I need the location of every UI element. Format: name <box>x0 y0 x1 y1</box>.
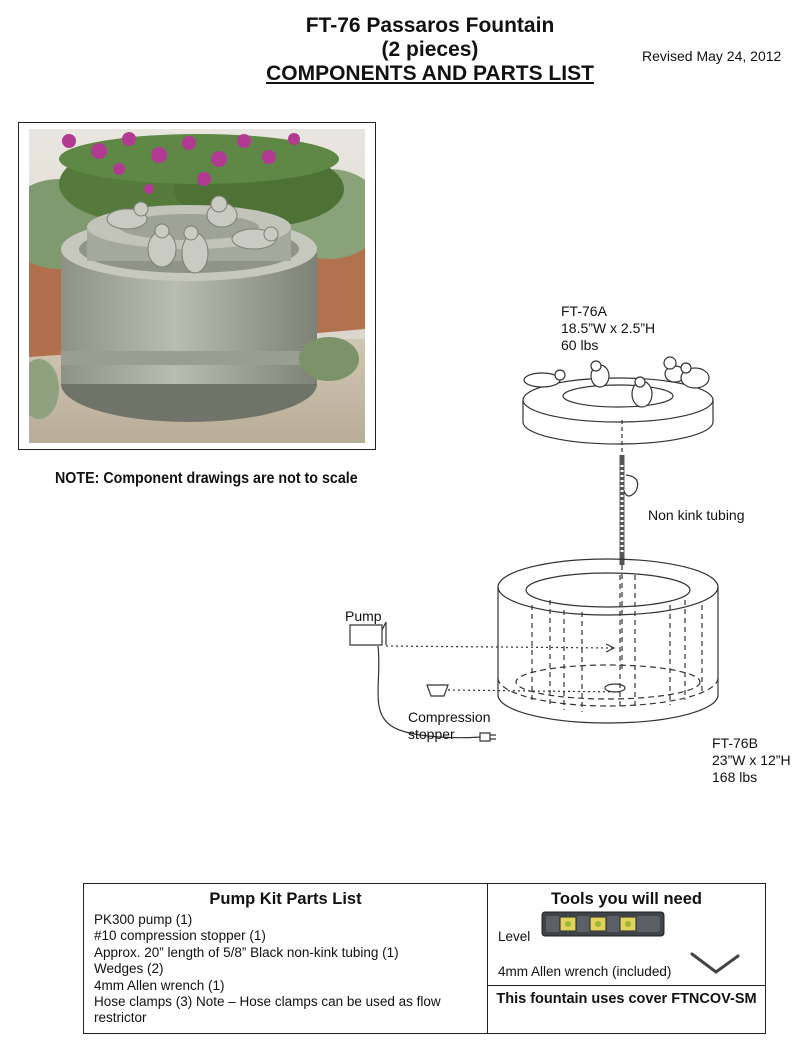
scale-note: NOTE: Component drawings are not to scal… <box>55 470 358 487</box>
pump-kit-list: PK300 pump (1) #10 compression stopper (… <box>94 912 487 1027</box>
stopper-label-line2: stopper <box>408 726 455 742</box>
list-item: Approx. 20” length of 5/8” Black non-kin… <box>94 944 399 960</box>
section-heading: COMPONENTS AND PARTS LIST <box>266 62 594 85</box>
ft76b-weight: 168 lbs <box>712 769 758 785</box>
allen-wrench-label: 4mm Allen wrench (included) <box>498 964 672 979</box>
allen-wrench-icon <box>690 952 740 974</box>
list-item: Wedges (2) <box>94 961 164 977</box>
list-item: Hose clamps (3) Note – Hose clamps can b… <box>94 994 441 1026</box>
pieces-count: (2 pieces) <box>381 38 479 61</box>
cover-note: This fountain uses cover FTNCOV-SM <box>496 991 757 1007</box>
list-item: #10 compression stopper (1) <box>94 928 266 944</box>
document-title: FT-76 Passaros Fountain <box>305 14 555 37</box>
ft76b-dimensions: 23”W x 12”H <box>712 752 791 768</box>
list-item: PK300 pump (1) <box>94 912 193 927</box>
ft76a-code: FT-76A <box>561 303 607 319</box>
fountain-photo-frame <box>18 122 376 450</box>
revision-date: Revised May 24, 2012 <box>642 48 782 64</box>
parts-table: Pump Kit Parts List PK300 pump (1) #10 c… <box>83 883 766 1034</box>
pump-kit-heading: Pump Kit Parts List <box>209 890 362 908</box>
ft76b-code: FT-76B <box>712 735 758 751</box>
stopper-label-line1: Compression <box>408 709 491 725</box>
level-tool-icon <box>541 911 665 937</box>
tools-divider <box>488 985 765 986</box>
level-label: Level <box>498 929 531 944</box>
component-diagram <box>349 356 719 742</box>
pump-kit-column: Pump Kit Parts List PK300 pump (1) #10 c… <box>84 884 488 1033</box>
ft76a-weight: 60 lbs <box>561 337 599 353</box>
tubing-label: Non kink tubing <box>648 507 745 523</box>
fountain-photo <box>29 129 365 443</box>
tools-column: Tools you will need Level 4mm Allen wren… <box>488 884 765 1033</box>
list-item: 4mm Allen wrench (1) <box>94 977 225 993</box>
pump-label: Pump <box>345 608 382 624</box>
ft76a-dimensions: 18.5”W x 2.5”H <box>561 320 656 336</box>
tools-heading: Tools you will need <box>551 890 702 908</box>
